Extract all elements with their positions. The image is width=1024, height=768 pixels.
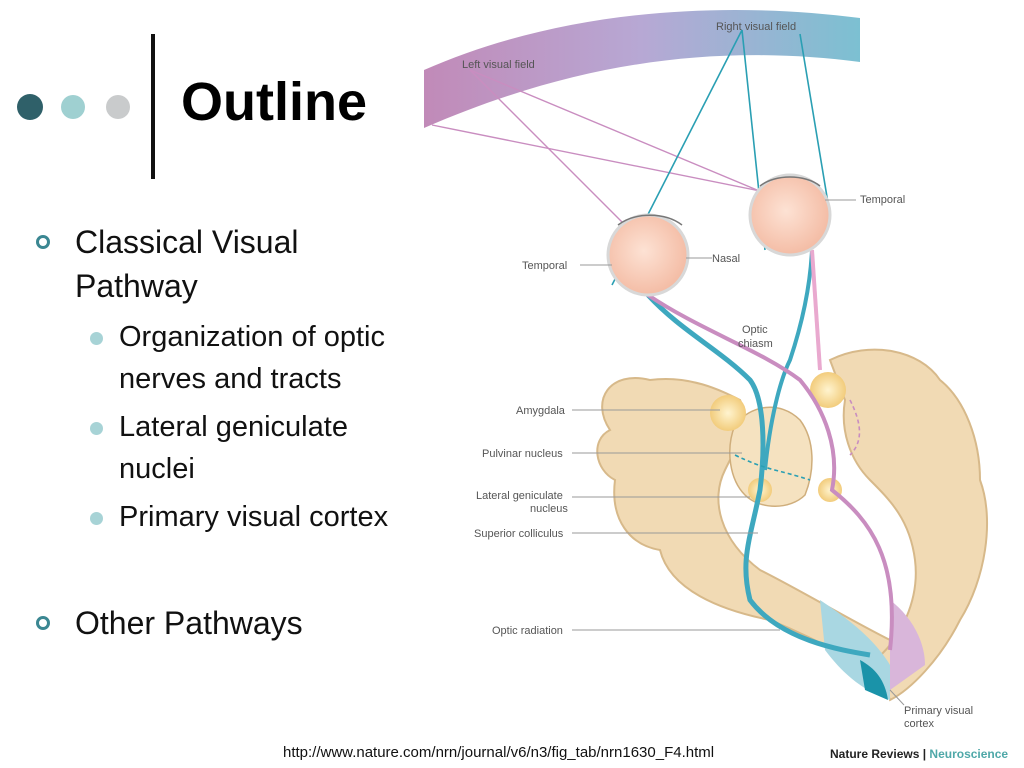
label-right-visual-field: Right visual field	[716, 21, 796, 33]
sub-bullet-disc-icon	[90, 512, 103, 525]
header-dot-teal	[61, 95, 85, 119]
label-primary-visual-2: cortex	[904, 718, 934, 730]
source-link[interactable]: http://www.nature.com/nrn/journal/v6/n3/…	[283, 744, 715, 761]
visual-field-arc	[424, 9, 860, 129]
bullet-ring-icon	[36, 616, 50, 630]
label-leader-lines	[572, 199, 905, 706]
amygdala-nucleus	[710, 395, 746, 431]
label-pulvinar: Pulvinar nucleus	[482, 448, 563, 460]
visual-cortex-right	[890, 600, 925, 690]
sub-bullet-optic-nerves: Organization of optic nerves and tracts	[119, 321, 385, 395]
label-lgn-1: Lateral geniculate	[476, 490, 563, 502]
label-optic-chiasm-1: Optic	[742, 324, 768, 336]
title-divider	[151, 34, 155, 179]
credit-journal: Nature Reviews	[830, 747, 920, 761]
credit-section: Neuroscience	[929, 747, 1009, 761]
label-temporal-left: Temporal	[522, 260, 567, 272]
brain-right-hemisphere	[828, 348, 989, 702]
header-dot-dark	[17, 94, 43, 120]
label-nasal: Nasal	[712, 253, 740, 265]
bullet-classical-visual-pathway: Classical Visual Pathway	[75, 224, 299, 304]
figure-credit: Nature Reviews | Neuroscience	[830, 747, 1008, 761]
bullet-ring-icon	[36, 235, 50, 249]
label-temporal-right: Temporal	[860, 194, 905, 206]
amygdala-nucleus-right	[810, 372, 846, 408]
midbrain	[729, 406, 813, 507]
collicular-branch-teal	[734, 454, 811, 481]
label-amygdala: Amygdala	[516, 405, 566, 417]
optic-tract-right	[646, 293, 894, 651]
left-field-rays	[431, 69, 806, 246]
collicular-branch-pink	[849, 399, 861, 456]
optic-nerve-right-teal	[763, 249, 814, 471]
credit-separator: |	[919, 747, 930, 761]
label-optic-chiasm-2: chiasm	[738, 338, 773, 350]
label-left-visual-field: Left visual field	[462, 59, 535, 71]
header-dot-grey	[106, 95, 130, 119]
label-primary-visual-1: Primary visual	[904, 705, 973, 717]
visual-pathway-figure: Left visual field Right visual field	[424, 9, 989, 730]
slide-title: Outline	[181, 72, 367, 132]
optic-tract-left	[646, 293, 871, 658]
optic-nerve-right-pink	[810, 249, 822, 371]
sub-bullet-disc-icon	[90, 422, 103, 435]
bullet-other-pathways: Other Pathways	[75, 605, 303, 641]
label-optic-radiation: Optic radiation	[492, 625, 563, 637]
sub-bullet-disc-icon	[90, 332, 103, 345]
visual-cortex-striate	[860, 660, 888, 700]
sub-bullet-lgn: Lateral geniculate nuclei	[119, 411, 348, 485]
left-eye	[606, 213, 690, 297]
label-lgn-2: nucleus	[530, 503, 568, 515]
sub-bullet-primary-visual-cortex: Primary visual cortex	[119, 501, 389, 533]
label-superior-colliculus: Superior colliculus	[474, 528, 564, 540]
right-eye	[748, 173, 832, 257]
